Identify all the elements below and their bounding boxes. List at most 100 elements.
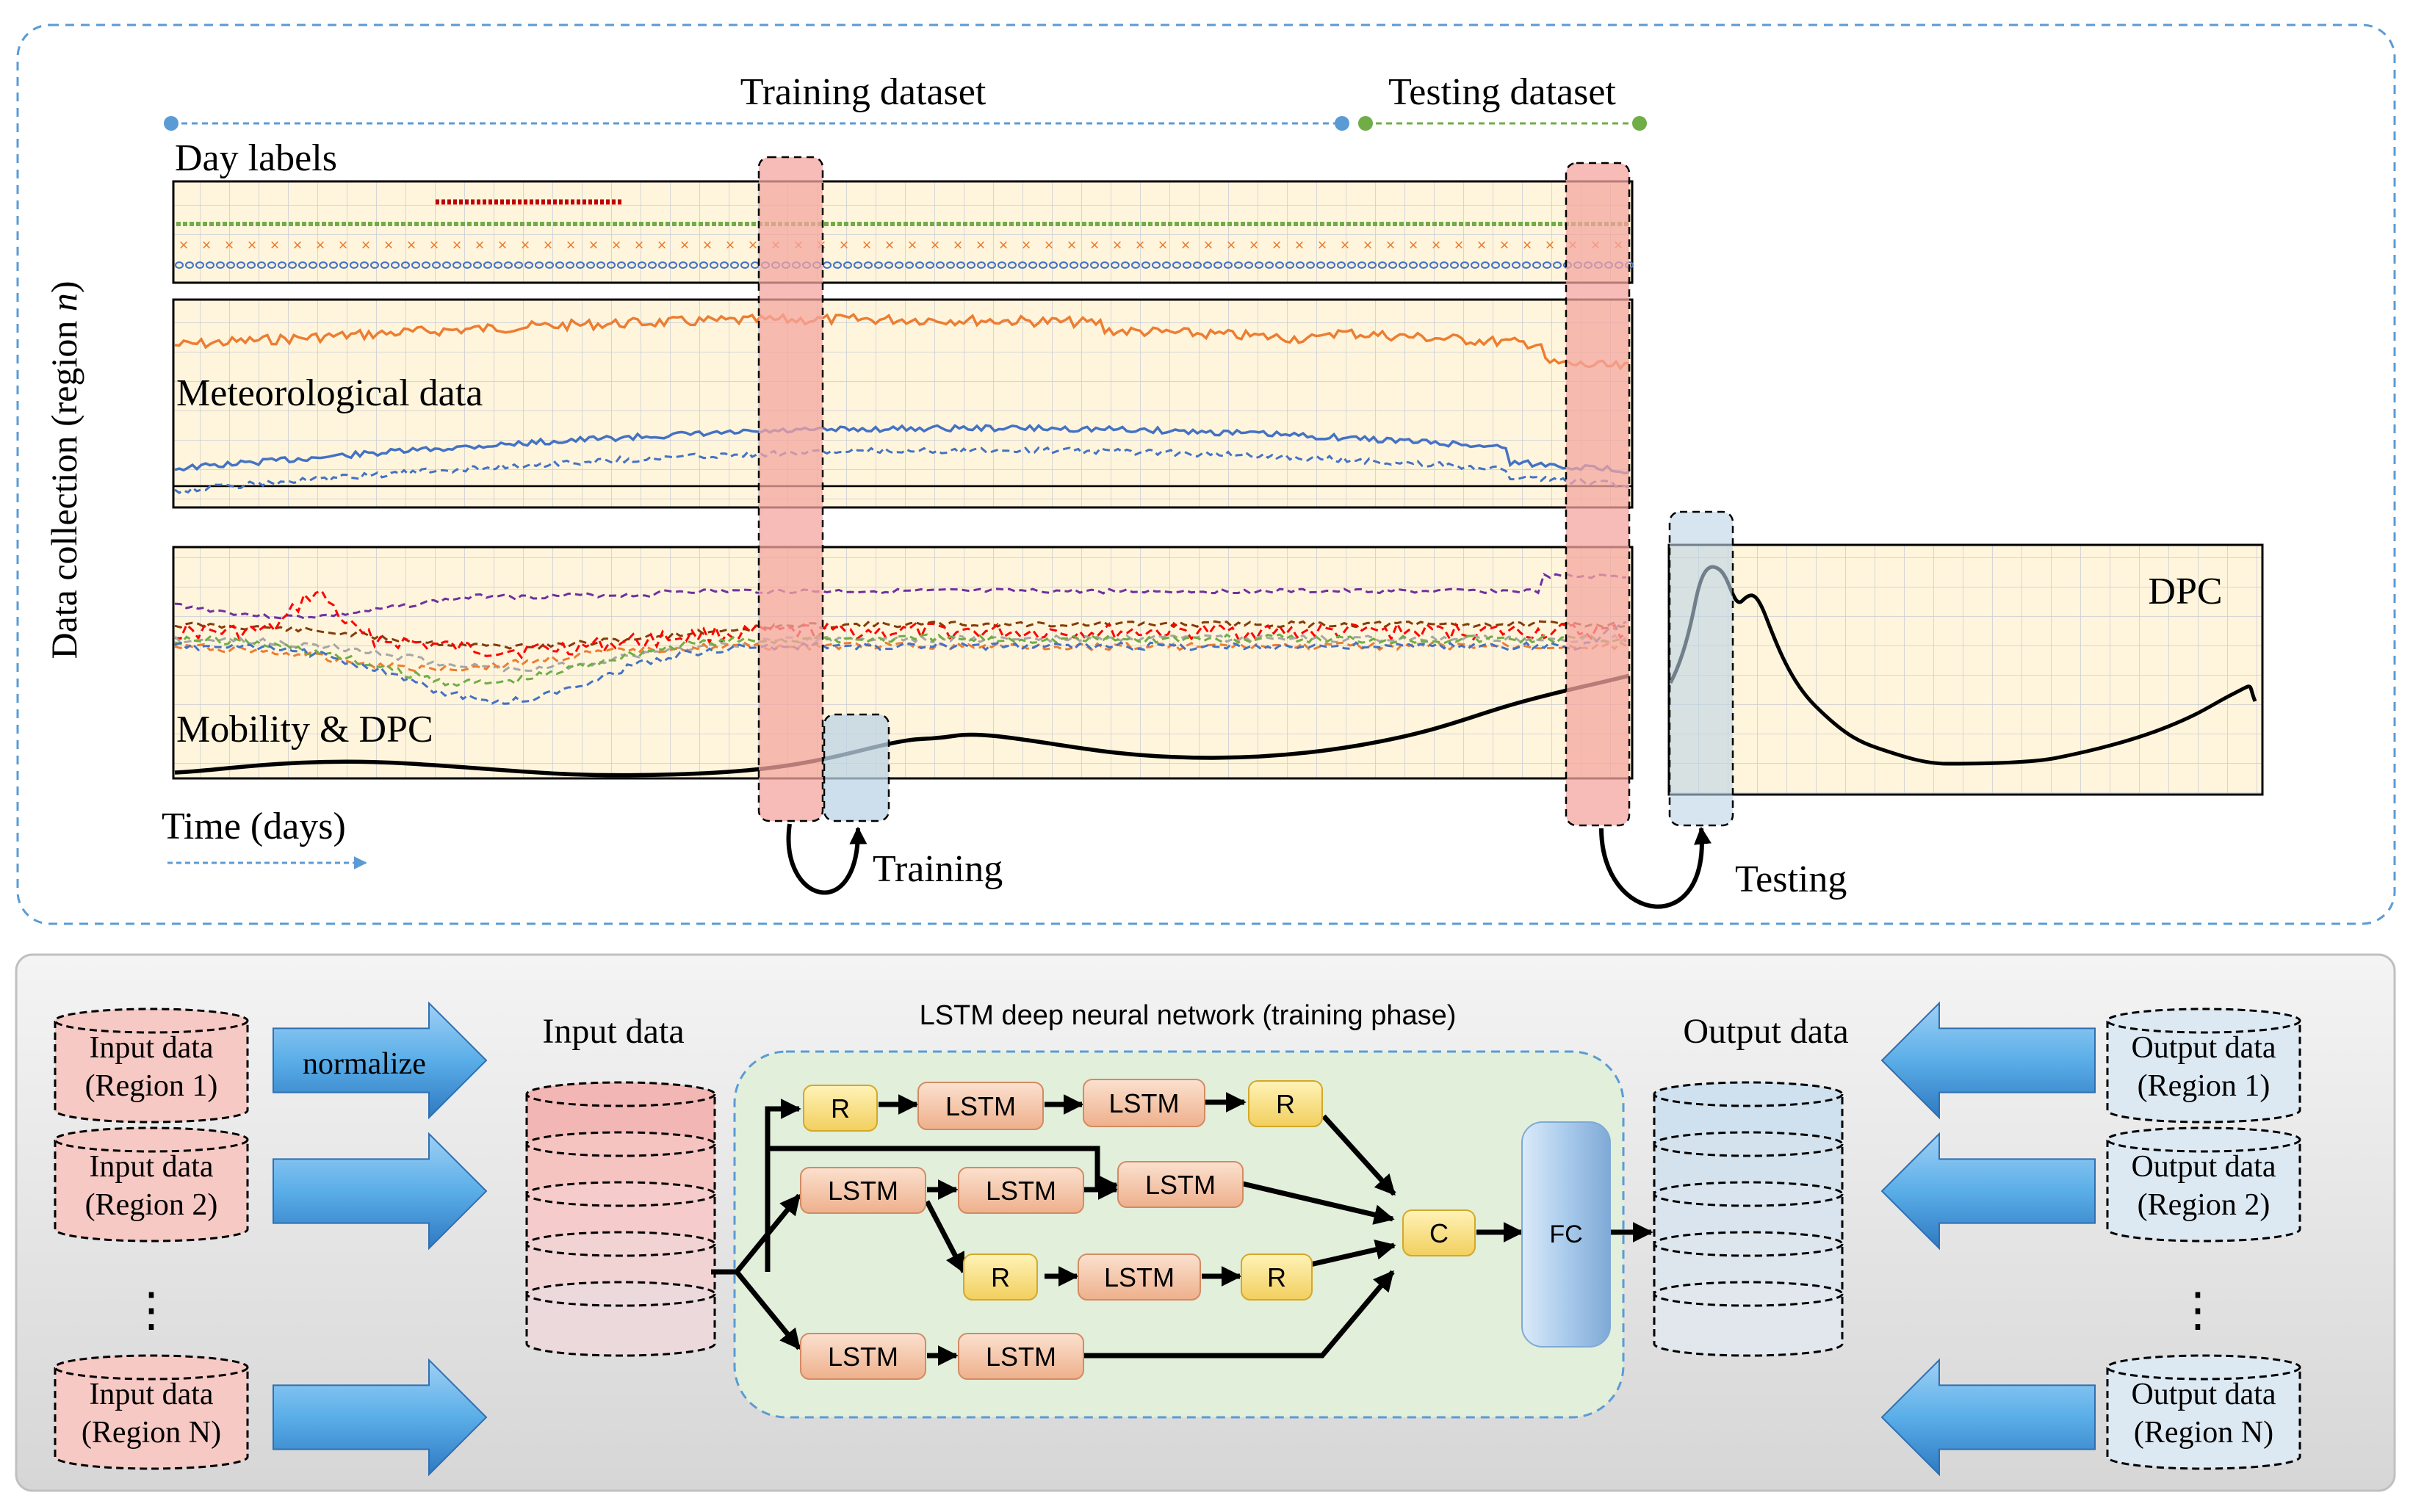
- day-mark-orange: ×: [885, 236, 895, 254]
- day-mark-blue: [278, 261, 286, 269]
- day-mark-blue: [843, 261, 852, 269]
- day-mark-blue: [977, 261, 986, 269]
- day-mark-orange: ×: [293, 236, 303, 254]
- testing-target-window: [1668, 510, 1734, 827]
- meteorological-panel: [172, 298, 1634, 509]
- training-target-window: [823, 713, 890, 822]
- day-mark-blue: [1543, 261, 1551, 269]
- r-node-label: R: [1267, 1262, 1286, 1292]
- day-mark-blue: [1203, 261, 1212, 269]
- day-mark-blue: [1399, 261, 1407, 269]
- day-mark-blue: [1141, 261, 1150, 269]
- day-mark-blue: [545, 261, 554, 269]
- day-mark-orange: ×: [589, 236, 599, 254]
- day-mark-blue: [380, 261, 389, 269]
- day-mark-blue: [1080, 261, 1089, 269]
- day-mark-blue: [1388, 261, 1397, 269]
- day-mark-blue: [1172, 261, 1181, 269]
- input-region-cylinder: [54, 1008, 249, 1124]
- cylinder-label-line1: Input data: [89, 1031, 213, 1065]
- day-mark-blue: [1193, 261, 1202, 269]
- output-data-title: Output data: [1683, 1012, 1848, 1051]
- day-mark-blue: [576, 261, 585, 269]
- day-mark-orange: ×: [1318, 236, 1327, 254]
- day-mark-orange: ×: [202, 236, 212, 254]
- day-mark-blue: [319, 261, 328, 269]
- day-mark-orange: ×: [612, 236, 621, 254]
- day-mark-blue: [411, 261, 420, 269]
- r-node: [803, 1085, 878, 1132]
- day-mark-blue: [483, 261, 492, 269]
- day-mark-orange: ×: [931, 236, 940, 254]
- mobility-series-line: [174, 633, 1627, 687]
- day-mark-orange: ×: [361, 236, 371, 254]
- day-mark-blue: [1018, 261, 1027, 269]
- day-mark-blue: [1121, 261, 1130, 269]
- day-mark-blue: [298, 261, 307, 269]
- day-mark-orange: ×: [999, 236, 1009, 254]
- series-temperature: [174, 313, 1630, 371]
- day-mark-orange: ×: [407, 236, 416, 254]
- testing-label: Testing: [1735, 858, 1847, 900]
- day-mark-blue: [730, 261, 739, 269]
- day-mark-orange: ×: [1113, 236, 1122, 254]
- lstm-node: [958, 1167, 1084, 1214]
- day-mark-blue: [1296, 261, 1305, 269]
- output-data-stack: [1653, 1081, 1844, 1357]
- day-mark-orange: ×: [840, 236, 849, 254]
- day-mark-blue: [1429, 261, 1438, 269]
- day-mark-blue: [1306, 261, 1315, 269]
- cylinder-label-line2: (Region 1): [2138, 1069, 2270, 1103]
- cylinder-label-line1: Output data: [2131, 1031, 2276, 1065]
- mobility-title: Mobility & DPC: [176, 709, 433, 750]
- day-mark-blue: [1244, 261, 1253, 269]
- input-data-title: Input data: [542, 1012, 684, 1051]
- day-mark-blue: [1316, 261, 1325, 269]
- day-mark-blue: [1059, 261, 1068, 269]
- day-mark-blue: [1409, 261, 1418, 269]
- day-mark-orange: ×: [1432, 236, 1441, 254]
- cylinder-label-line2: (Region 1): [85, 1069, 218, 1103]
- mobility-series-line: [174, 589, 1627, 660]
- output-region-cylinders: [2106, 1008, 2301, 1470]
- day-mark-blue: [473, 261, 482, 269]
- dpc-series-line: [174, 673, 1630, 778]
- day-mark-blue: [699, 261, 708, 269]
- day-mark-orange: ×: [498, 236, 508, 254]
- day-mark-blue: [247, 261, 256, 269]
- day-mark-orange: ×: [1409, 236, 1418, 254]
- r-node-label: R: [1276, 1089, 1295, 1119]
- day-mark-blue: [195, 261, 204, 269]
- series-humidity: [174, 424, 1630, 475]
- day-mark-blue: [185, 261, 194, 269]
- day-mark-orange: ×: [521, 236, 530, 254]
- day-mark-orange: ×: [1045, 236, 1054, 254]
- r-node-label: R: [831, 1093, 850, 1124]
- day-mark-blue: [946, 261, 955, 269]
- lstm-node-label: LSTM: [986, 1176, 1056, 1206]
- fc-node: [1521, 1121, 1611, 1348]
- day-mark-blue: [1028, 261, 1037, 269]
- day-mark-blue: [607, 261, 616, 269]
- testing-range-end: [1632, 116, 1647, 131]
- day-mark-orange: ×: [225, 236, 234, 254]
- day-mark-blue: [874, 261, 883, 269]
- day-mark-blue: [740, 261, 749, 269]
- training-input-window: [757, 156, 824, 822]
- cylinder-label-line1: Input data: [89, 1150, 213, 1184]
- day-labels-title: Day labels: [175, 137, 337, 179]
- day-mark-blue: [1224, 261, 1233, 269]
- day-mark-blue: [1419, 261, 1428, 269]
- day-mark-blue: [1039, 261, 1047, 269]
- day-mark-blue: [1265, 261, 1274, 269]
- lstm-node-label: LSTM: [1145, 1170, 1216, 1200]
- day-mark-blue: [370, 261, 379, 269]
- cylinder-label-line2: (Region 2): [85, 1188, 218, 1222]
- day-label-markers: ××××××××××××××××××××××××××××××××××××××××…: [175, 199, 1634, 269]
- concat-node: [1402, 1209, 1476, 1256]
- r-node: [1248, 1080, 1323, 1127]
- day-mark-blue: [1471, 261, 1479, 269]
- day-mark-blue: [432, 261, 441, 269]
- day-mark-orange: ×: [1523, 236, 1532, 254]
- day-mark-blue: [339, 261, 348, 269]
